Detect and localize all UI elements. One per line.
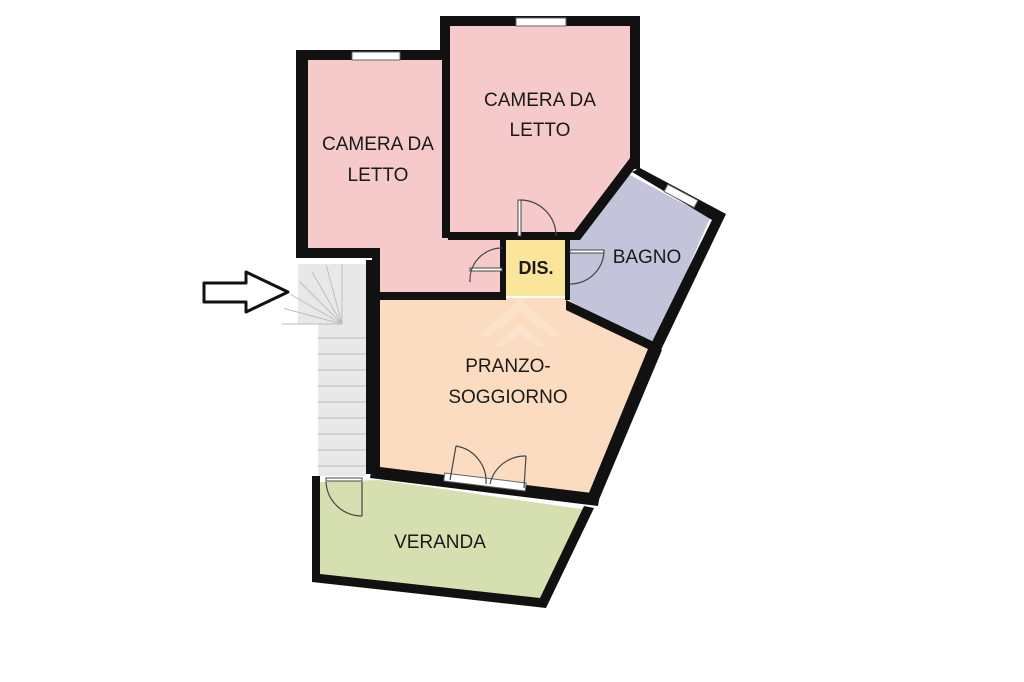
wall-living-right [586,344,662,502]
stairs-flight [318,324,366,476]
walls [296,16,726,608]
bedroom-right-label-line1: CAMERA DA [484,90,596,111]
door-bedroom-left[interactable] [469,247,503,283]
door-bathroom[interactable] [569,249,605,285]
room-corridor[interactable] [505,238,566,296]
stairs [282,264,366,476]
wall-bathroom-lower [566,300,654,350]
windows [351,17,699,492]
stairs-landing [298,264,366,324]
wall-corridor-right [565,236,570,300]
stair-winder [289,293,343,325]
window-bedroom-right [515,17,567,27]
entrance-arrow-icon [202,270,290,314]
room-bedroom-right[interactable] [448,26,630,236]
veranda-label: VERANDA [394,532,486,553]
living-label-line1: PRANZO- [465,356,551,377]
room-veranda[interactable] [320,480,588,600]
wall-bedroom-partition [442,56,450,238]
room-bathroom[interactable] [568,174,710,346]
window-bathroom [663,183,699,209]
house-watermark-icon [478,300,562,346]
bedroom-left-label-line2: LETTO [348,165,409,186]
wall-living-left [366,260,380,474]
door-veranda[interactable] [325,477,363,517]
stair-winder [325,265,343,325]
doors [325,199,605,517]
room-labels: CAMERA DA LETTO CAMERA DA LETTO DIS. BAG… [322,90,681,553]
bathroom-label: BAGNO [613,247,682,268]
corridor-label: DIS. [518,258,553,278]
stair-winder [311,271,343,325]
wall-bathroom-outer [632,168,726,352]
wall-corridor-left [500,236,506,300]
living-label-line2: SOGGIORNO [448,387,567,408]
stair-winder [283,307,343,325]
door-bedroom-right[interactable] [517,199,557,237]
door-living-french[interactable] [449,445,527,489]
room-living[interactable] [380,298,652,496]
wall-bedroom-right-lower [448,158,638,240]
wall-bedroom-left-lower [296,248,506,300]
bedroom-right-label-line2: LETTO [510,120,571,141]
stair-winder [299,281,343,325]
window-bedroom-left [351,51,401,61]
bedroom-left-label-line1: CAMERA DA [322,134,434,155]
